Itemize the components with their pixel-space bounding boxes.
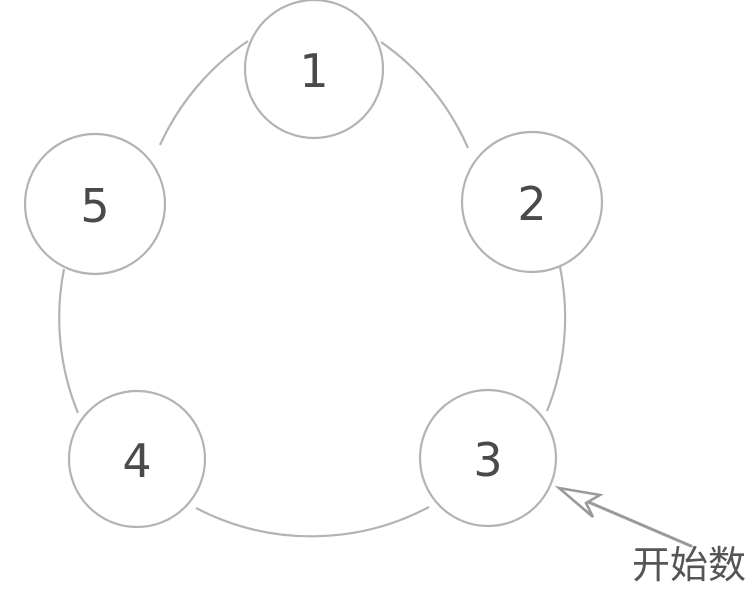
node-4-label: 4 xyxy=(122,434,151,488)
node-4[interactable]: 4 xyxy=(67,389,207,529)
node-4-circle[interactable] xyxy=(67,389,207,529)
node-3-circle[interactable] xyxy=(418,388,558,528)
node-5-label: 5 xyxy=(80,179,109,233)
start-count-annotation: 开始数 xyxy=(632,543,747,587)
ring-arcs xyxy=(58,40,567,538)
node-1[interactable]: 1 xyxy=(243,0,385,140)
node-2[interactable]: 2 xyxy=(460,130,604,274)
arc-4-to-5 xyxy=(58,268,80,414)
node-2-label: 2 xyxy=(517,177,546,231)
arc-2-to-3 xyxy=(545,266,567,412)
arrow-shaft-line xyxy=(584,499,693,548)
annotation-arrow xyxy=(554,485,693,548)
arc-1-to-2 xyxy=(380,41,470,149)
arrow-head-glyph xyxy=(554,485,604,518)
node-5[interactable]: 5 xyxy=(23,132,167,276)
node-3-label: 3 xyxy=(473,433,502,487)
node-5-circle[interactable] xyxy=(23,132,167,276)
node-2-circle[interactable] xyxy=(460,130,604,274)
node-1-circle[interactable] xyxy=(243,0,385,140)
arc-3-to-4 xyxy=(195,506,430,538)
node-1-label: 1 xyxy=(299,44,328,98)
arc-5-to-1 xyxy=(158,40,249,146)
node-3[interactable]: 3 xyxy=(418,388,558,528)
